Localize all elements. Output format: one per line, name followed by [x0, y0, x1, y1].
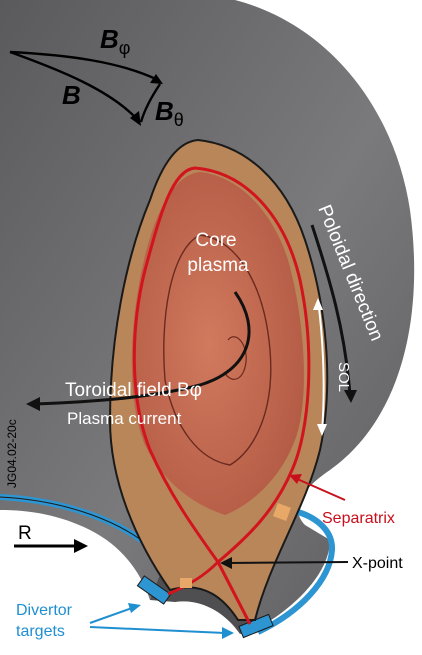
b-arrow [9, 50, 139, 121]
divertor-pointer-right [89, 626, 226, 634]
divertor-label-line1: Divertor [16, 602, 73, 619]
divertor-target-left [136, 575, 172, 605]
core-plasma-region [131, 172, 304, 515]
r-label: R [18, 523, 32, 544]
b-phi-label: Bφ [100, 24, 130, 58]
b-theta-label: Bθ [155, 96, 184, 130]
plasma-current-label: Plasma current [67, 409, 182, 428]
separatrix-leg-inner [167, 560, 220, 596]
separatrix-label: Separatrix [322, 510, 395, 527]
divertor-pointer-left [89, 606, 136, 624]
separatrix-line [132, 166, 311, 565]
separatrix-leg-outer [216, 561, 252, 625]
sol-flow-arrow [317, 299, 325, 433]
toroidal-field-label: Toroidal field Bφ [65, 380, 202, 401]
sol-label: SOL [335, 362, 352, 392]
divertor-label-line2: targets [16, 623, 65, 640]
b-theta-arrow [139, 83, 161, 123]
flux-surface [223, 336, 247, 380]
sol-patch [180, 578, 192, 588]
core-plasma-label-line1: Core [195, 230, 236, 251]
toroidal-field-arrow [34, 291, 251, 406]
flux-surface [163, 234, 272, 466]
poloidal-direction-arrow [310, 224, 352, 396]
core-plasma-label-line2: plasma [187, 255, 249, 276]
x-point-label: X-point [352, 555, 403, 572]
vessel-wall-right [256, 507, 335, 635]
x-point-pointer [227, 561, 349, 564]
figure-id: JG04.02-20c [5, 419, 19, 488]
sol-patch [273, 503, 291, 521]
b-phi-arrow [9, 50, 159, 82]
separatrix-pointer [294, 477, 346, 501]
b-label: B [62, 80, 81, 110]
